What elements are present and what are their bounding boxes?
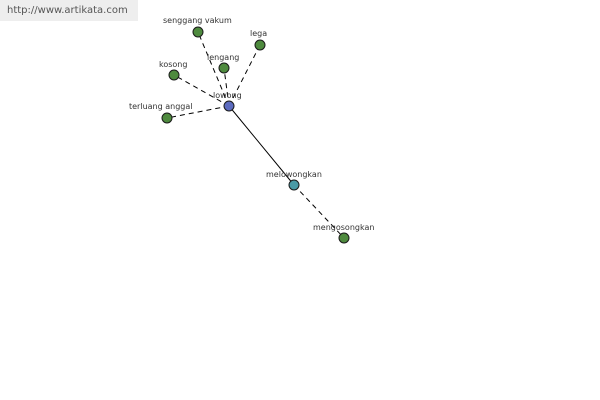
node-label-mengosongkan[interactable]: mengosongkan <box>313 223 374 232</box>
edge-lowong-terluang-anggal <box>166 105 230 119</box>
edge-lowong-melowongkan <box>228 105 295 186</box>
node-melowongkan[interactable] <box>288 179 300 191</box>
node-label-melowongkan[interactable]: melowongkan <box>266 170 322 179</box>
node-label-terluang-anggal[interactable]: terluang anggal <box>129 102 193 111</box>
graph-labels: lowong senggang vakum lega lengang kosong ter… <box>129 16 374 232</box>
edge-lowong-lengang <box>223 67 230 107</box>
edge-lowong-lega <box>228 44 261 107</box>
edge-melowongkan-mengosongkan <box>293 184 345 239</box>
edge-lowong-senggang-vakum <box>197 31 230 107</box>
node-lengang[interactable] <box>218 62 230 74</box>
node-terluang-anggal[interactable] <box>161 112 173 124</box>
node-label-kosong[interactable]: kosong <box>159 60 187 69</box>
node-senggang-vakum[interactable] <box>192 26 204 38</box>
node-label-senggang-vakum[interactable]: senggang vakum <box>163 16 232 25</box>
node-label-lowong[interactable]: lowong <box>213 91 242 100</box>
source-url-link[interactable]: http://www.artikata.com <box>0 0 138 21</box>
node-kosong[interactable] <box>168 69 180 81</box>
node-label-lengang[interactable]: lengang <box>207 53 239 62</box>
node-label-lega[interactable]: lega <box>250 29 267 38</box>
node-lowong[interactable] <box>223 100 235 112</box>
graph-edges <box>166 31 345 239</box>
node-mengosongkan[interactable] <box>338 232 350 244</box>
edge-lowong-kosong <box>173 74 230 107</box>
graph-nodes <box>161 26 350 244</box>
node-lega[interactable] <box>254 39 266 51</box>
